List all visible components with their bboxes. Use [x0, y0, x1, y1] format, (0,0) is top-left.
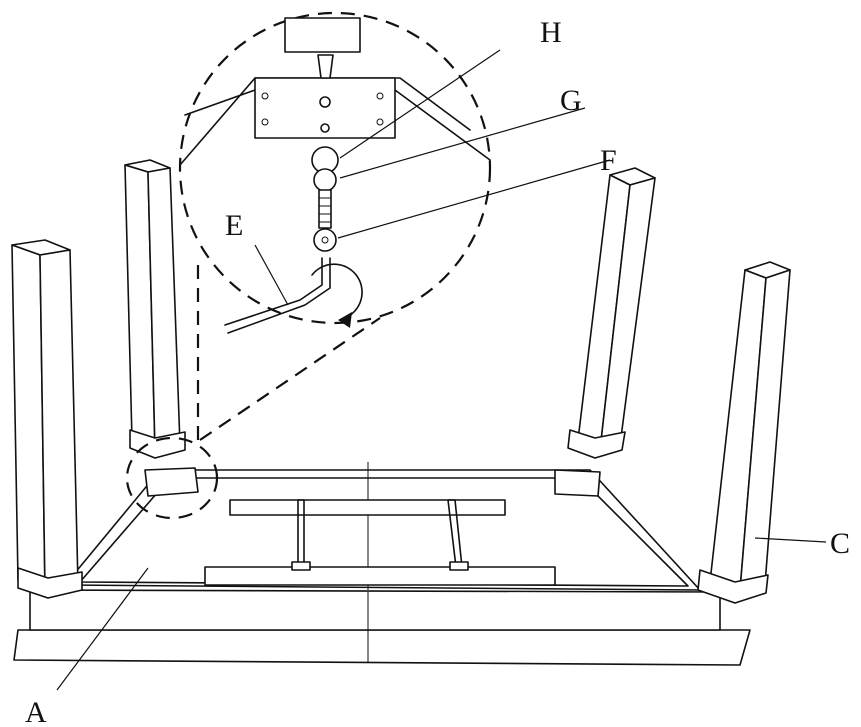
label-a: A: [25, 696, 47, 727]
leader-lines: [56, 49, 827, 691]
detail-bracket-plate: [179, 17, 491, 166]
leg-front-right: [697, 261, 791, 604]
inner-rails: [204, 499, 556, 586]
corner-brackets: [144, 467, 601, 497]
table-top-base: [13, 629, 751, 666]
label-h: H: [540, 16, 562, 49]
label-c: C: [830, 527, 850, 560]
apron-frame: [29, 462, 721, 631]
leg-back-right: [567, 167, 656, 459]
leg-front-left: [11, 239, 83, 599]
label-e: E: [225, 209, 243, 242]
label-f: F: [600, 144, 617, 177]
detail-bolt-assembly: [311, 146, 339, 252]
detail-magnifier: [125, 11, 492, 520]
allen-key: [224, 257, 363, 334]
leg-back-left: [124, 159, 186, 459]
label-g: G: [560, 84, 582, 117]
